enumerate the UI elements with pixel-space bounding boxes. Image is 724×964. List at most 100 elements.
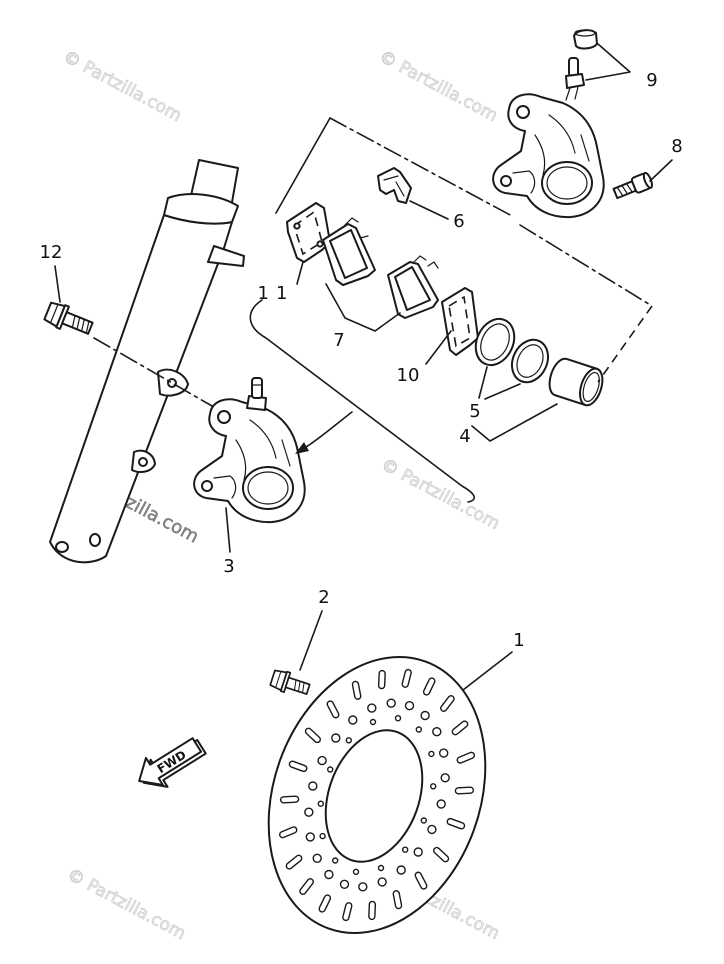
disc-vent-hole: [305, 832, 315, 842]
disc-vent-hole: [377, 877, 387, 887]
pad-spring-fold: [383, 175, 405, 197]
disc-vent-hole: [304, 807, 314, 817]
fwd-direction-arrow: FWD: [138, 737, 207, 788]
seal-ring: [474, 317, 516, 367]
disc-slot: [318, 894, 332, 913]
callout-2: 2: [318, 587, 329, 608]
disc-inner-hole: [415, 726, 422, 733]
assembly-arrow-line: [302, 411, 353, 450]
callout-8: 8: [671, 136, 682, 157]
caliper-detail: [213, 419, 291, 499]
shim-plate: [286, 202, 331, 263]
brake-caliper-3: [193, 377, 306, 524]
bolt-shank: [284, 676, 311, 695]
shim-hole: [293, 222, 301, 230]
disc-inner-hole: [317, 800, 324, 807]
leader-line-10: [425, 330, 452, 365]
disc-slot: [454, 786, 475, 795]
disc-slot: [279, 795, 300, 804]
disc-inner-hole: [402, 846, 409, 853]
disc-inner-hole: [394, 715, 402, 722]
piston-inner: [582, 371, 600, 402]
caliper-piston-bore: [242, 466, 294, 510]
bolt-12: [43, 301, 94, 335]
fork-axle-hole: [55, 541, 69, 553]
callout-7: 7: [333, 330, 344, 351]
bracket-line: [275, 117, 331, 214]
fork-lug-hole: [138, 457, 148, 467]
watermark-text: © Partzilla.com: [60, 47, 185, 126]
shim-inner-outline: [293, 210, 323, 256]
callout-10: 10: [397, 365, 420, 386]
disc-vent-hole: [312, 853, 322, 863]
disc-vent-hole: [367, 703, 377, 713]
callout-4: 4: [459, 426, 470, 447]
shim-11: [286, 202, 331, 263]
fork-axle-hole: [89, 533, 101, 547]
bleed-cap-top: [574, 29, 596, 37]
leader-line-2: [299, 610, 323, 671]
assembly-arrowhead: [295, 442, 309, 454]
bolt-thread: [293, 679, 305, 694]
disc-inner-hole: [430, 783, 437, 790]
disc-vent-hole: [396, 865, 406, 875]
leader-line-11: [296, 261, 304, 285]
pad-spring-6: [377, 167, 412, 204]
watermark-text: © Partzilla.com: [376, 47, 501, 126]
disc-vent-hole: [339, 879, 350, 889]
caliper-mount-hole: [201, 480, 213, 492]
callout-12: 12: [40, 242, 63, 263]
pad-friction-material: [394, 266, 431, 311]
disc-slot: [326, 700, 340, 719]
leader-line-6: [409, 200, 449, 220]
bolt-head-edge: [275, 670, 282, 689]
disc-vent-hole: [427, 824, 437, 835]
leader-line-12: [54, 265, 61, 303]
callout-11: 11: [258, 283, 295, 304]
bracket-line: [597, 305, 653, 383]
pad-tab: [343, 217, 369, 239]
disc-vent-hole: [386, 698, 396, 708]
fork-lug-hole: [167, 378, 177, 388]
leader-line-1: [462, 651, 513, 691]
fwd-arrow-shape: [138, 737, 203, 787]
disc-inner-hole: [377, 864, 385, 872]
leader-lines: [54, 43, 673, 691]
disc-vent-hole: [348, 715, 358, 725]
leader-line-3: [225, 507, 231, 553]
disc-slot: [401, 668, 412, 688]
seal-ring-inner: [480, 323, 510, 361]
piston-open-end: [579, 367, 604, 407]
disc-slot: [299, 878, 314, 895]
disc-vent-hole: [432, 727, 442, 737]
bracket-line: [519, 224, 653, 307]
bleed-screw-cap-9: [565, 29, 598, 101]
pad-tab: [413, 255, 439, 269]
disc-slot: [278, 826, 298, 839]
assembly-brackets: [249, 117, 653, 503]
brake-pad-7a: [322, 217, 376, 286]
disc-vent-hole: [308, 781, 318, 791]
bleed-screw-nipple: [251, 377, 263, 399]
disc-slot: [440, 695, 455, 712]
disc-slot: [368, 900, 377, 921]
front-fork: [49, 159, 245, 564]
disc-slot: [414, 871, 428, 890]
disc-vent-hole: [436, 799, 446, 809]
disc-inner-hole: [352, 868, 360, 875]
disc-slot: [392, 890, 403, 910]
shim-plate: [441, 287, 479, 356]
seal-ring: [511, 338, 549, 384]
bolt-8: [612, 171, 653, 200]
disc-vent-hole: [331, 733, 341, 743]
bolt-2: [269, 669, 311, 695]
bolt-thread: [616, 183, 633, 197]
disc-vent-hole: [358, 882, 368, 892]
bolt-thread: [71, 314, 90, 334]
watermark-text: © Partzilla.com: [378, 455, 503, 534]
bracket-line: [329, 117, 513, 217]
disc-vent-hole: [439, 748, 449, 758]
disc-vent-hole: [440, 773, 450, 783]
disc-inner-hole: [332, 857, 339, 864]
disc-inner-hole: [369, 718, 377, 726]
